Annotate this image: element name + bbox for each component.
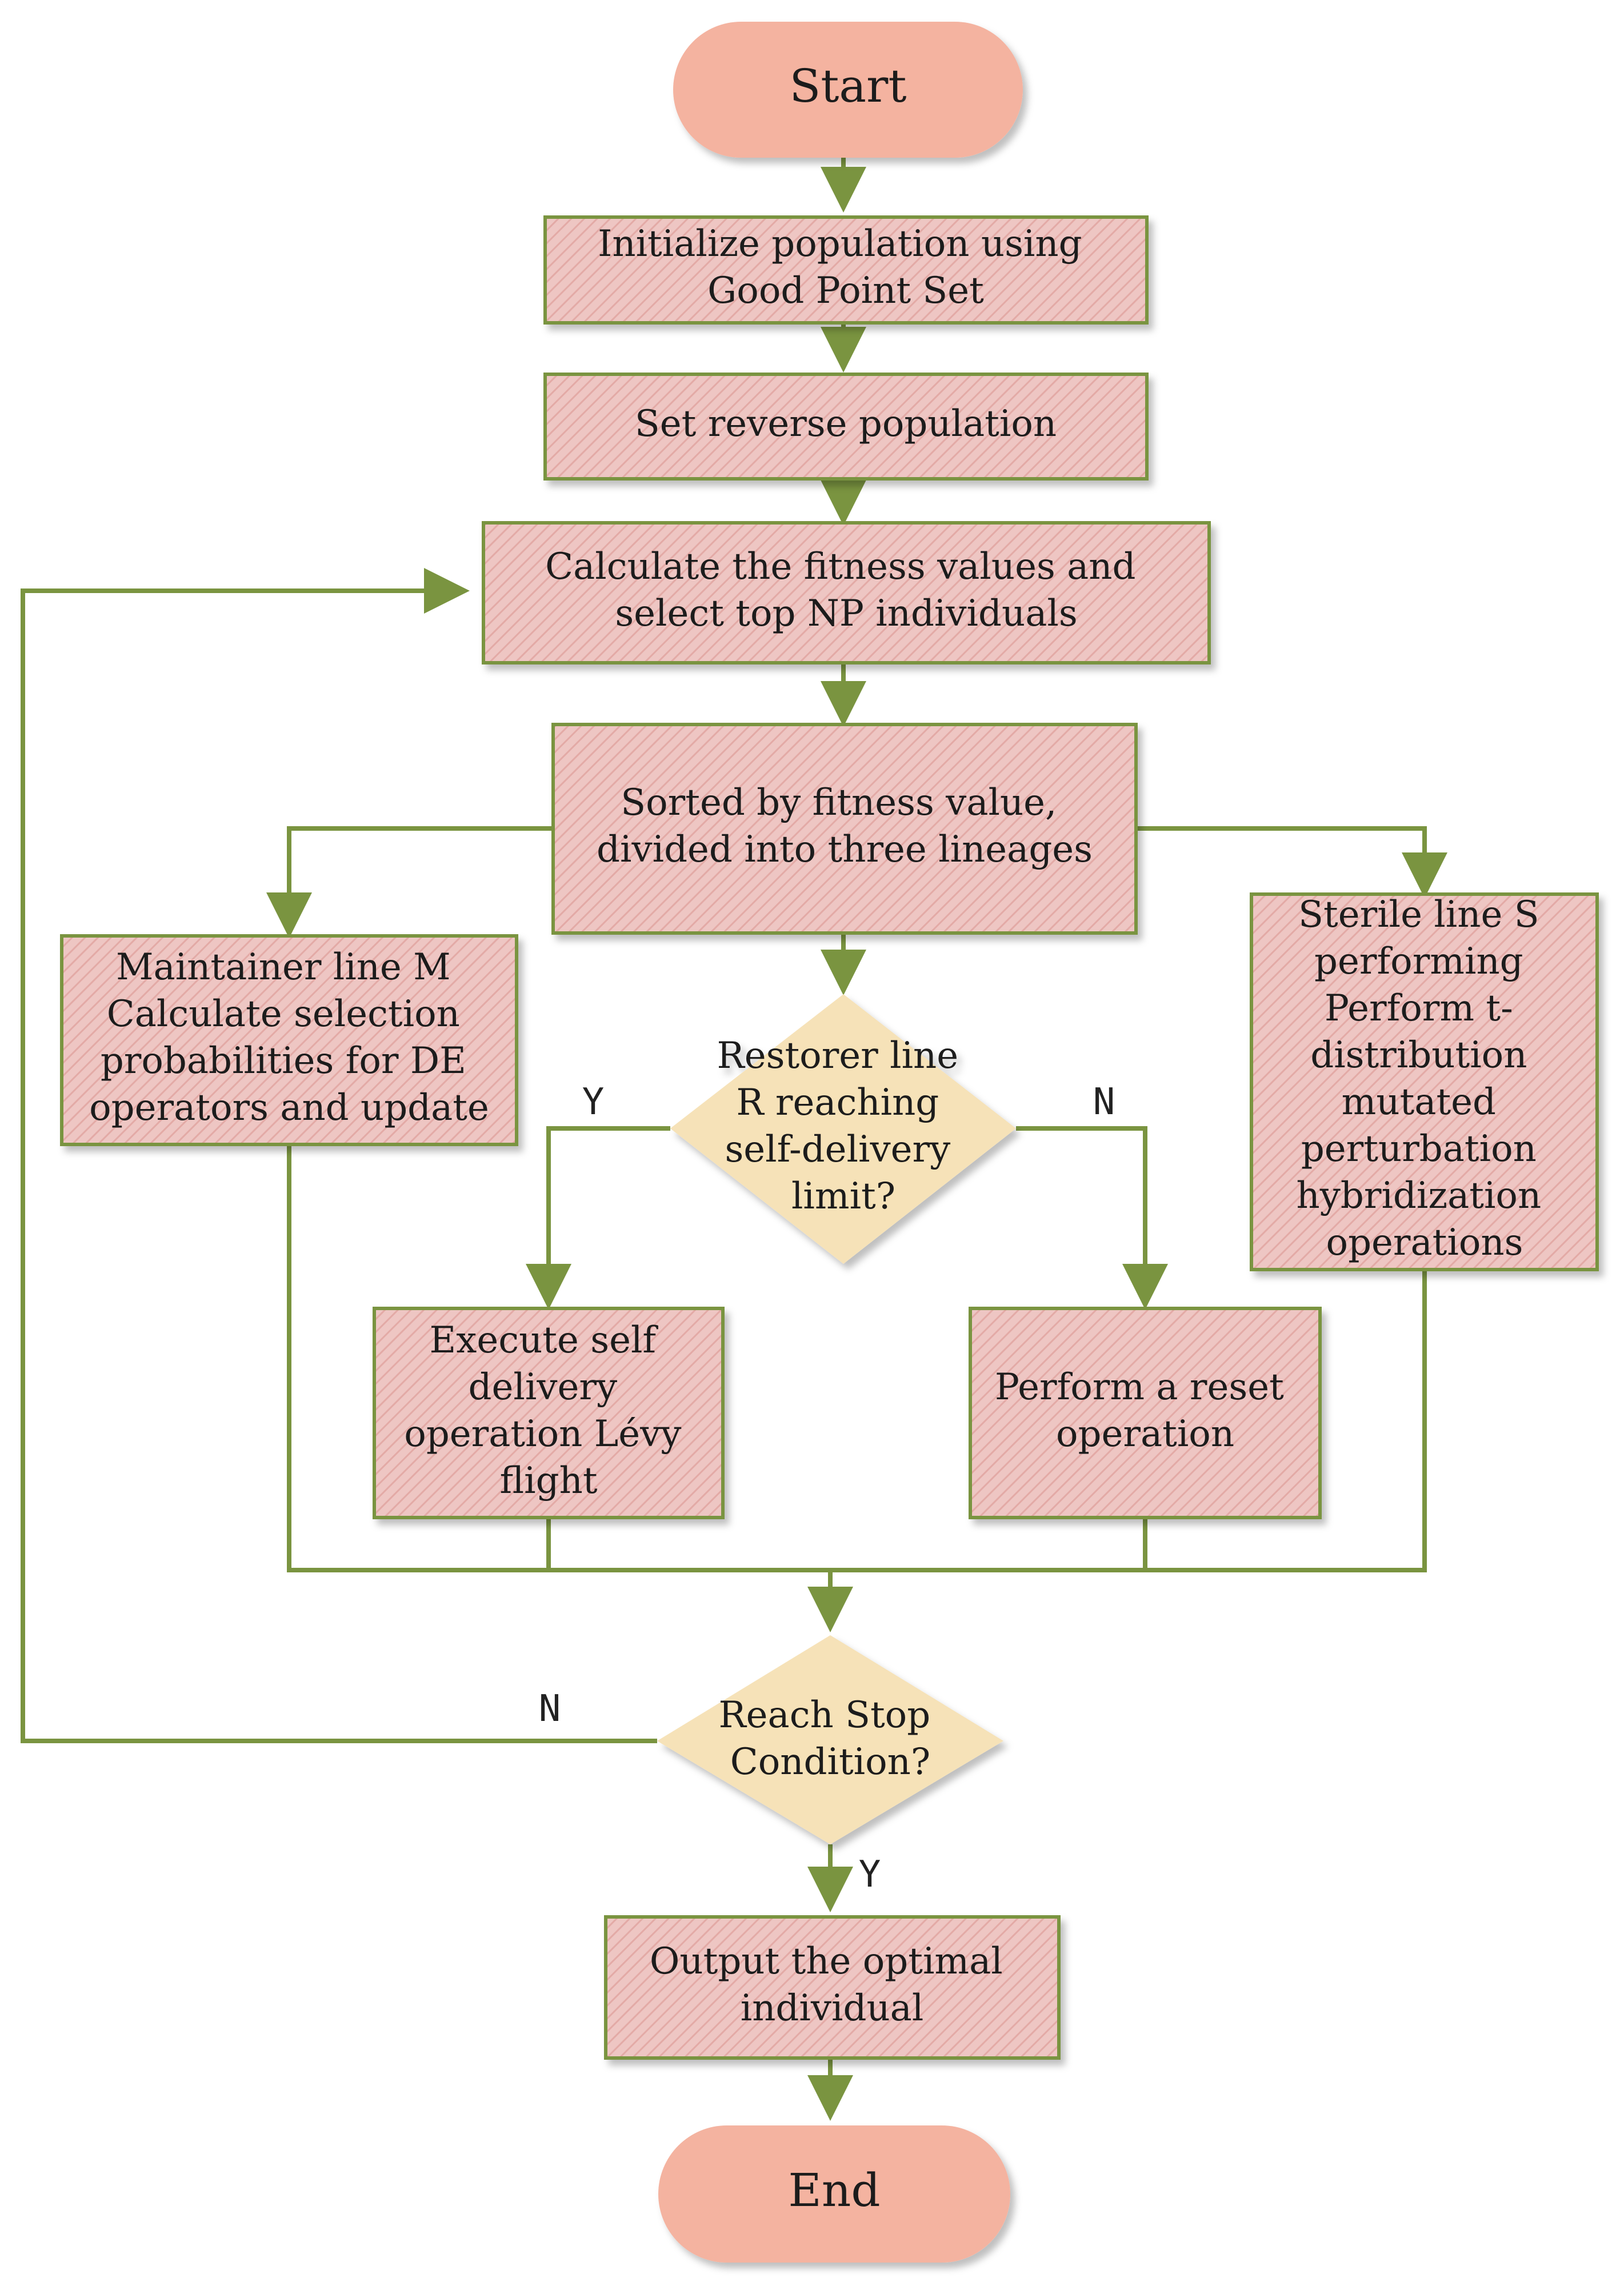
- stop-node: Reach Stop Condition?: [657, 1635, 1003, 1844]
- sorted-node: Sorted by fitness value, divided into th…: [551, 723, 1138, 935]
- edge-merge: [287, 1144, 1427, 1572]
- svg-text:Maintainer line M Calcul: Maintainer line M Calculate selection pr…: [89, 946, 489, 1129]
- restorer-node: Restorer line R reaching self-delivery l…: [670, 994, 1016, 1264]
- init-line-1: Initialize population using: [598, 223, 1082, 265]
- start-node: Start: [673, 22, 1023, 158]
- svg-text:Reach Stop Condition?: Reach Stop Condition?: [718, 1694, 942, 1783]
- edges: [21, 158, 1447, 2121]
- fitness-line-2: select top NP individuals: [615, 592, 1077, 635]
- svg-text:Calculate the fitness values: Calculate the fitness values and select …: [545, 546, 1147, 635]
- svg-text:Sorted by fitness value,: Sorted by fitness value, divided into th…: [597, 782, 1093, 871]
- end-node: End: [658, 2125, 1010, 2263]
- reset-node: Perform a reset operation: [969, 1307, 1322, 1519]
- start-label: Start: [789, 59, 906, 113]
- sorted-line-1: Sorted by fitness value,: [621, 782, 1057, 824]
- sterile-line-7: hybridization: [1297, 1175, 1542, 1217]
- selfdelivery-line-2: delivery: [469, 1366, 618, 1408]
- edge-sorted-sterile: [1136, 826, 1447, 898]
- sterile-node: Sterile line S performing Perform t- dis…: [1250, 892, 1599, 1271]
- maintainer-line-3: probabilities for DE: [101, 1040, 466, 1082]
- edge-restorer-selfdelivery: [526, 1126, 670, 1310]
- maintainer-node: Maintainer line M Calculate selection pr…: [60, 934, 518, 1146]
- svg-text:Sterile line S performin: Sterile line S performing Perform t- dis…: [1297, 894, 1553, 1264]
- reverse-node: Set reverse population: [543, 373, 1149, 481]
- sterile-line-8: operations: [1326, 1222, 1523, 1264]
- output-line-2: individual: [741, 1987, 924, 2029]
- sterile-line-5: mutated: [1342, 1081, 1496, 1123]
- fitness-line-1: Calculate the fitness values and: [545, 546, 1135, 588]
- svg-text:Output the optimal indiv: Output the optimal individual: [650, 1940, 1014, 2029]
- restorer-line-4: limit?: [791, 1175, 895, 1218]
- svg-text:Restorer line R reaching: Restorer line R reaching self-delivery l…: [717, 1035, 970, 1218]
- sterile-line-6: perturbation: [1301, 1128, 1537, 1170]
- edge-stop-loop: [21, 568, 657, 1743]
- restorer-line-2: R reaching: [736, 1082, 939, 1124]
- stop-yes-label: Y: [859, 1853, 881, 1896]
- stop-line-2: Condition?: [730, 1741, 930, 1783]
- svg-text:Execute self delivery: Execute self delivery operation Lévy fli…: [404, 1319, 693, 1502]
- restorer-line-3: self-delivery: [725, 1128, 950, 1171]
- sorted-line-2: divided into three lineages: [597, 828, 1093, 871]
- reset-line-2: operation: [1056, 1413, 1234, 1455]
- svg-text:Initialize population using: Initialize population using Good Point S…: [598, 223, 1094, 312]
- reset-line-1: Perform a reset: [995, 1366, 1284, 1408]
- selfdelivery-node: Execute self delivery operation Lévy fli…: [373, 1307, 725, 1519]
- branch-labels: Y N N Y: [539, 1081, 1115, 1896]
- sterile-line-4: distribution: [1310, 1034, 1527, 1076]
- init-node: Initialize population using Good Point S…: [543, 215, 1149, 325]
- svg-text:Set reverse population: Set reverse population: [635, 403, 1057, 445]
- selfdelivery-line-3: operation Lévy: [404, 1413, 681, 1455]
- selfdelivery-line-4: flight: [499, 1460, 597, 1502]
- output-line-1: Output the optimal: [650, 1940, 1003, 1983]
- edge-sorted-maintainer: [266, 826, 553, 938]
- sterile-line-3: Perform t-: [1325, 987, 1513, 1030]
- stop-line-1: Reach Stop: [718, 1694, 930, 1736]
- maintainer-line-1: Maintainer line M: [116, 946, 451, 988]
- edge-restorer-reset: [1016, 1126, 1168, 1310]
- restorer-no-label: N: [1093, 1081, 1115, 1123]
- sterile-line-2: performing: [1314, 940, 1523, 983]
- fitness-node: Calculate the fitness values and select …: [482, 521, 1211, 664]
- output-node: Output the optimal individual: [604, 1915, 1061, 2060]
- maintainer-line-2: Calculate selection: [107, 993, 460, 1035]
- init-line-2: Good Point Set: [707, 270, 984, 312]
- reverse-line-1: Set reverse population: [635, 403, 1057, 445]
- restorer-line-1: Restorer line: [717, 1035, 959, 1077]
- stop-no-label: N: [539, 1688, 561, 1730]
- selfdelivery-line-1: Execute self: [430, 1319, 659, 1362]
- end-label: End: [788, 2164, 880, 2217]
- sterile-line-1: Sterile line S: [1298, 894, 1539, 936]
- svg-text:Perform a reset operatio: Perform a reset operation: [995, 1366, 1295, 1455]
- restorer-yes-label: Y: [582, 1081, 605, 1123]
- maintainer-line-4: operators and update: [89, 1087, 489, 1129]
